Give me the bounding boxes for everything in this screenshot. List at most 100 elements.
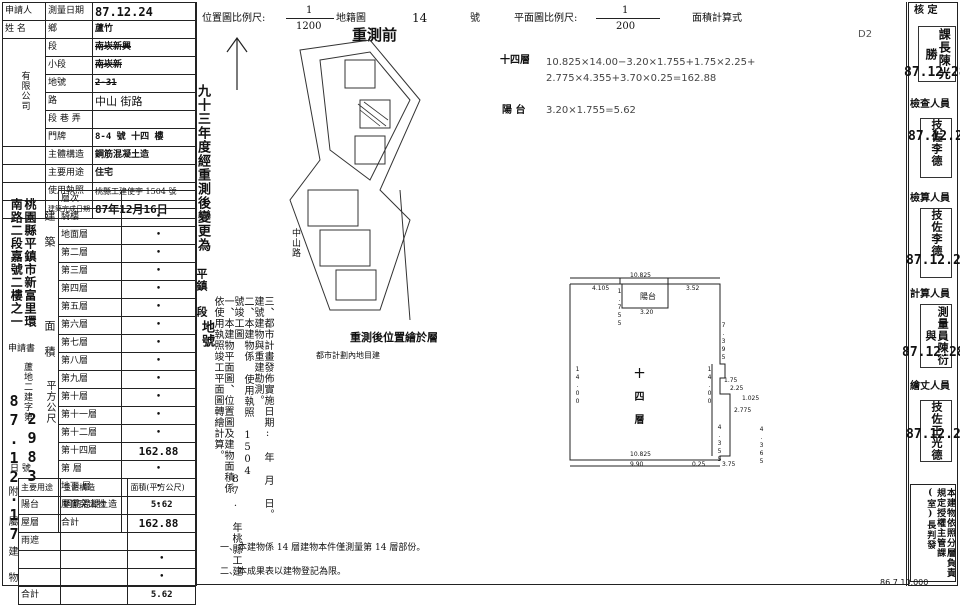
structure-value: 鋼筋混凝土造 [92, 146, 196, 165]
plan-scale-num: 1 [622, 5, 629, 16]
year-note: 87. 年桃縣工建 [230, 474, 241, 577]
acc-side-3: 建 [6, 546, 17, 557]
blank-cell [2, 146, 46, 165]
accessory-blank [17, 568, 62, 587]
survey-label: 檢算人員 [910, 193, 950, 204]
note-2: 二、本建物係 使用執照 1504 號竣工圖 [232, 296, 253, 478]
road-value: 中山 街路 [92, 92, 196, 111]
doorno-label: 門牌 [45, 128, 93, 147]
accessory-structure [60, 532, 129, 551]
township-value: 蘆竹 [92, 20, 196, 39]
area-label: 面 積 [43, 320, 56, 358]
dim-balcony-w: 3.20 [640, 309, 654, 316]
dim-s2: 2.25 [730, 385, 744, 392]
floor-area: • [121, 226, 196, 245]
area-calc-label: 面積計算式 [692, 13, 742, 24]
floor-name: 第六層 [58, 316, 122, 335]
acc-side-2: 屬 [6, 516, 17, 527]
plan-floor-label: 十 四 層 [632, 368, 643, 425]
remeasure-vertical-note: 九十三年度經重測後變更為 [195, 84, 210, 252]
floor-row: 第三層• [58, 262, 196, 281]
floor-name: 第十層 [58, 388, 122, 407]
floor-area: • [121, 208, 196, 227]
note-1: 一、本建物平面圖、位置圖及建物面積係依使用執照竣工平面圖轉繪計算。 [212, 296, 233, 494]
floor-row: 第九層• [58, 370, 196, 389]
applicant-label: 申請人 [2, 2, 46, 21]
accessory-structure [60, 514, 129, 533]
accessory-blank: • [127, 550, 196, 569]
location-scale-den: 1200 [296, 21, 322, 32]
plan-scale-label: 平面圖比例尺: [514, 13, 578, 24]
road-label: 路 [45, 92, 93, 111]
section-value: 南崁新興 [92, 38, 196, 57]
application-no: 2983 [23, 410, 41, 486]
floor-area: • [121, 388, 196, 407]
name-label: 姓 名 [2, 20, 46, 39]
note-3: 三、都市計畫發佈實施日期: 年 月 日。 建號建物與重建勘測。 [252, 296, 273, 520]
floor-row: 第五層• [58, 298, 196, 317]
floor-row: 第八層• [58, 352, 196, 371]
floor-name: 騎樓 [58, 208, 122, 227]
draft-label: 繪丈人員 [910, 381, 950, 392]
accessory-blank [60, 550, 129, 569]
balcony-formula: 3.20×1.755=5.62 [546, 105, 636, 116]
dim-bottom: 10.825 [630, 451, 651, 458]
plan-balcony-label: 陽台 [640, 292, 656, 301]
accessory-row: 雨遮 [17, 532, 196, 551]
floors-area-header [121, 190, 196, 209]
floor-row: 第十一層• [58, 406, 196, 425]
survey-date-label: 測量日期 [45, 2, 93, 21]
accessory-total-blank [60, 586, 129, 605]
floor-row: 第 層• [58, 460, 196, 479]
dim-s3: 1.025 [742, 395, 760, 402]
doc-code: D2 [858, 29, 873, 40]
dim-right-h: 7.395 [720, 322, 727, 362]
accessory-blank [60, 568, 129, 587]
road-label-zhongshan: 中山路 [290, 228, 300, 258]
dim-top-left: 4.105 [592, 285, 610, 292]
floor-row: 第十二層• [58, 424, 196, 443]
floor-name: 第十二層 [58, 424, 122, 443]
floor-row: 第二層• [58, 244, 196, 263]
floor-name: 第十四層 [58, 442, 122, 461]
accessory-header: 主要用途 [17, 478, 62, 497]
accessory-structure: 鋼筋混凝土造 [60, 496, 129, 515]
floor-row: 第七層• [58, 334, 196, 353]
plan-scale-den: 200 [616, 21, 636, 32]
accessory-use: 陽台 [17, 496, 62, 515]
acc-side-4: 物 [6, 572, 17, 583]
location-scale-num: 1 [306, 5, 313, 16]
cadastral-map-suffix: 號 [470, 13, 480, 24]
floor-name: 第二層 [58, 244, 122, 263]
floor-name: 第九層 [58, 370, 122, 389]
alley-value [92, 110, 196, 129]
authorization-note: 本建物依照分層負責規定授權主管課(室)長判發 [925, 488, 955, 578]
floor-row: 第四層• [58, 280, 196, 299]
subsection-value: 南崁新 [92, 56, 196, 75]
floors-header: 層次 [58, 190, 122, 209]
divider-bottom [196, 584, 908, 585]
landno-vertical-note: 地號 [199, 320, 214, 348]
section-label: 段 [45, 38, 93, 57]
owner-label: 有限公司 [2, 38, 46, 147]
scale-fraction-line [286, 18, 334, 19]
floor-name: 第四層 [58, 280, 122, 299]
floor-name: 第八層 [58, 352, 122, 371]
structure-label: 主體構造 [45, 146, 93, 165]
floor-area: • [121, 298, 196, 317]
floor-row: 第六層• [58, 316, 196, 335]
usage-label: 主要用途 [45, 164, 93, 183]
floor-area: • [121, 406, 196, 425]
dim-balcony-h: 1.755 [616, 288, 623, 328]
applicant-date-label: 申請書 [8, 344, 36, 354]
location-vertical: 桃園縣平鎮市新富里環南路二段嘉號二樓之一 [9, 198, 37, 328]
balcony-formula-label: 陽 台 [502, 105, 526, 116]
survey-stamp-date: 87.12.28 [906, 253, 960, 268]
building-label: 建 築 [43, 210, 56, 248]
calc-label: 計算人員 [910, 289, 950, 300]
accessory-use: 屋層 [17, 514, 62, 533]
cadastral-map-label: 地籍圖 [336, 13, 366, 24]
